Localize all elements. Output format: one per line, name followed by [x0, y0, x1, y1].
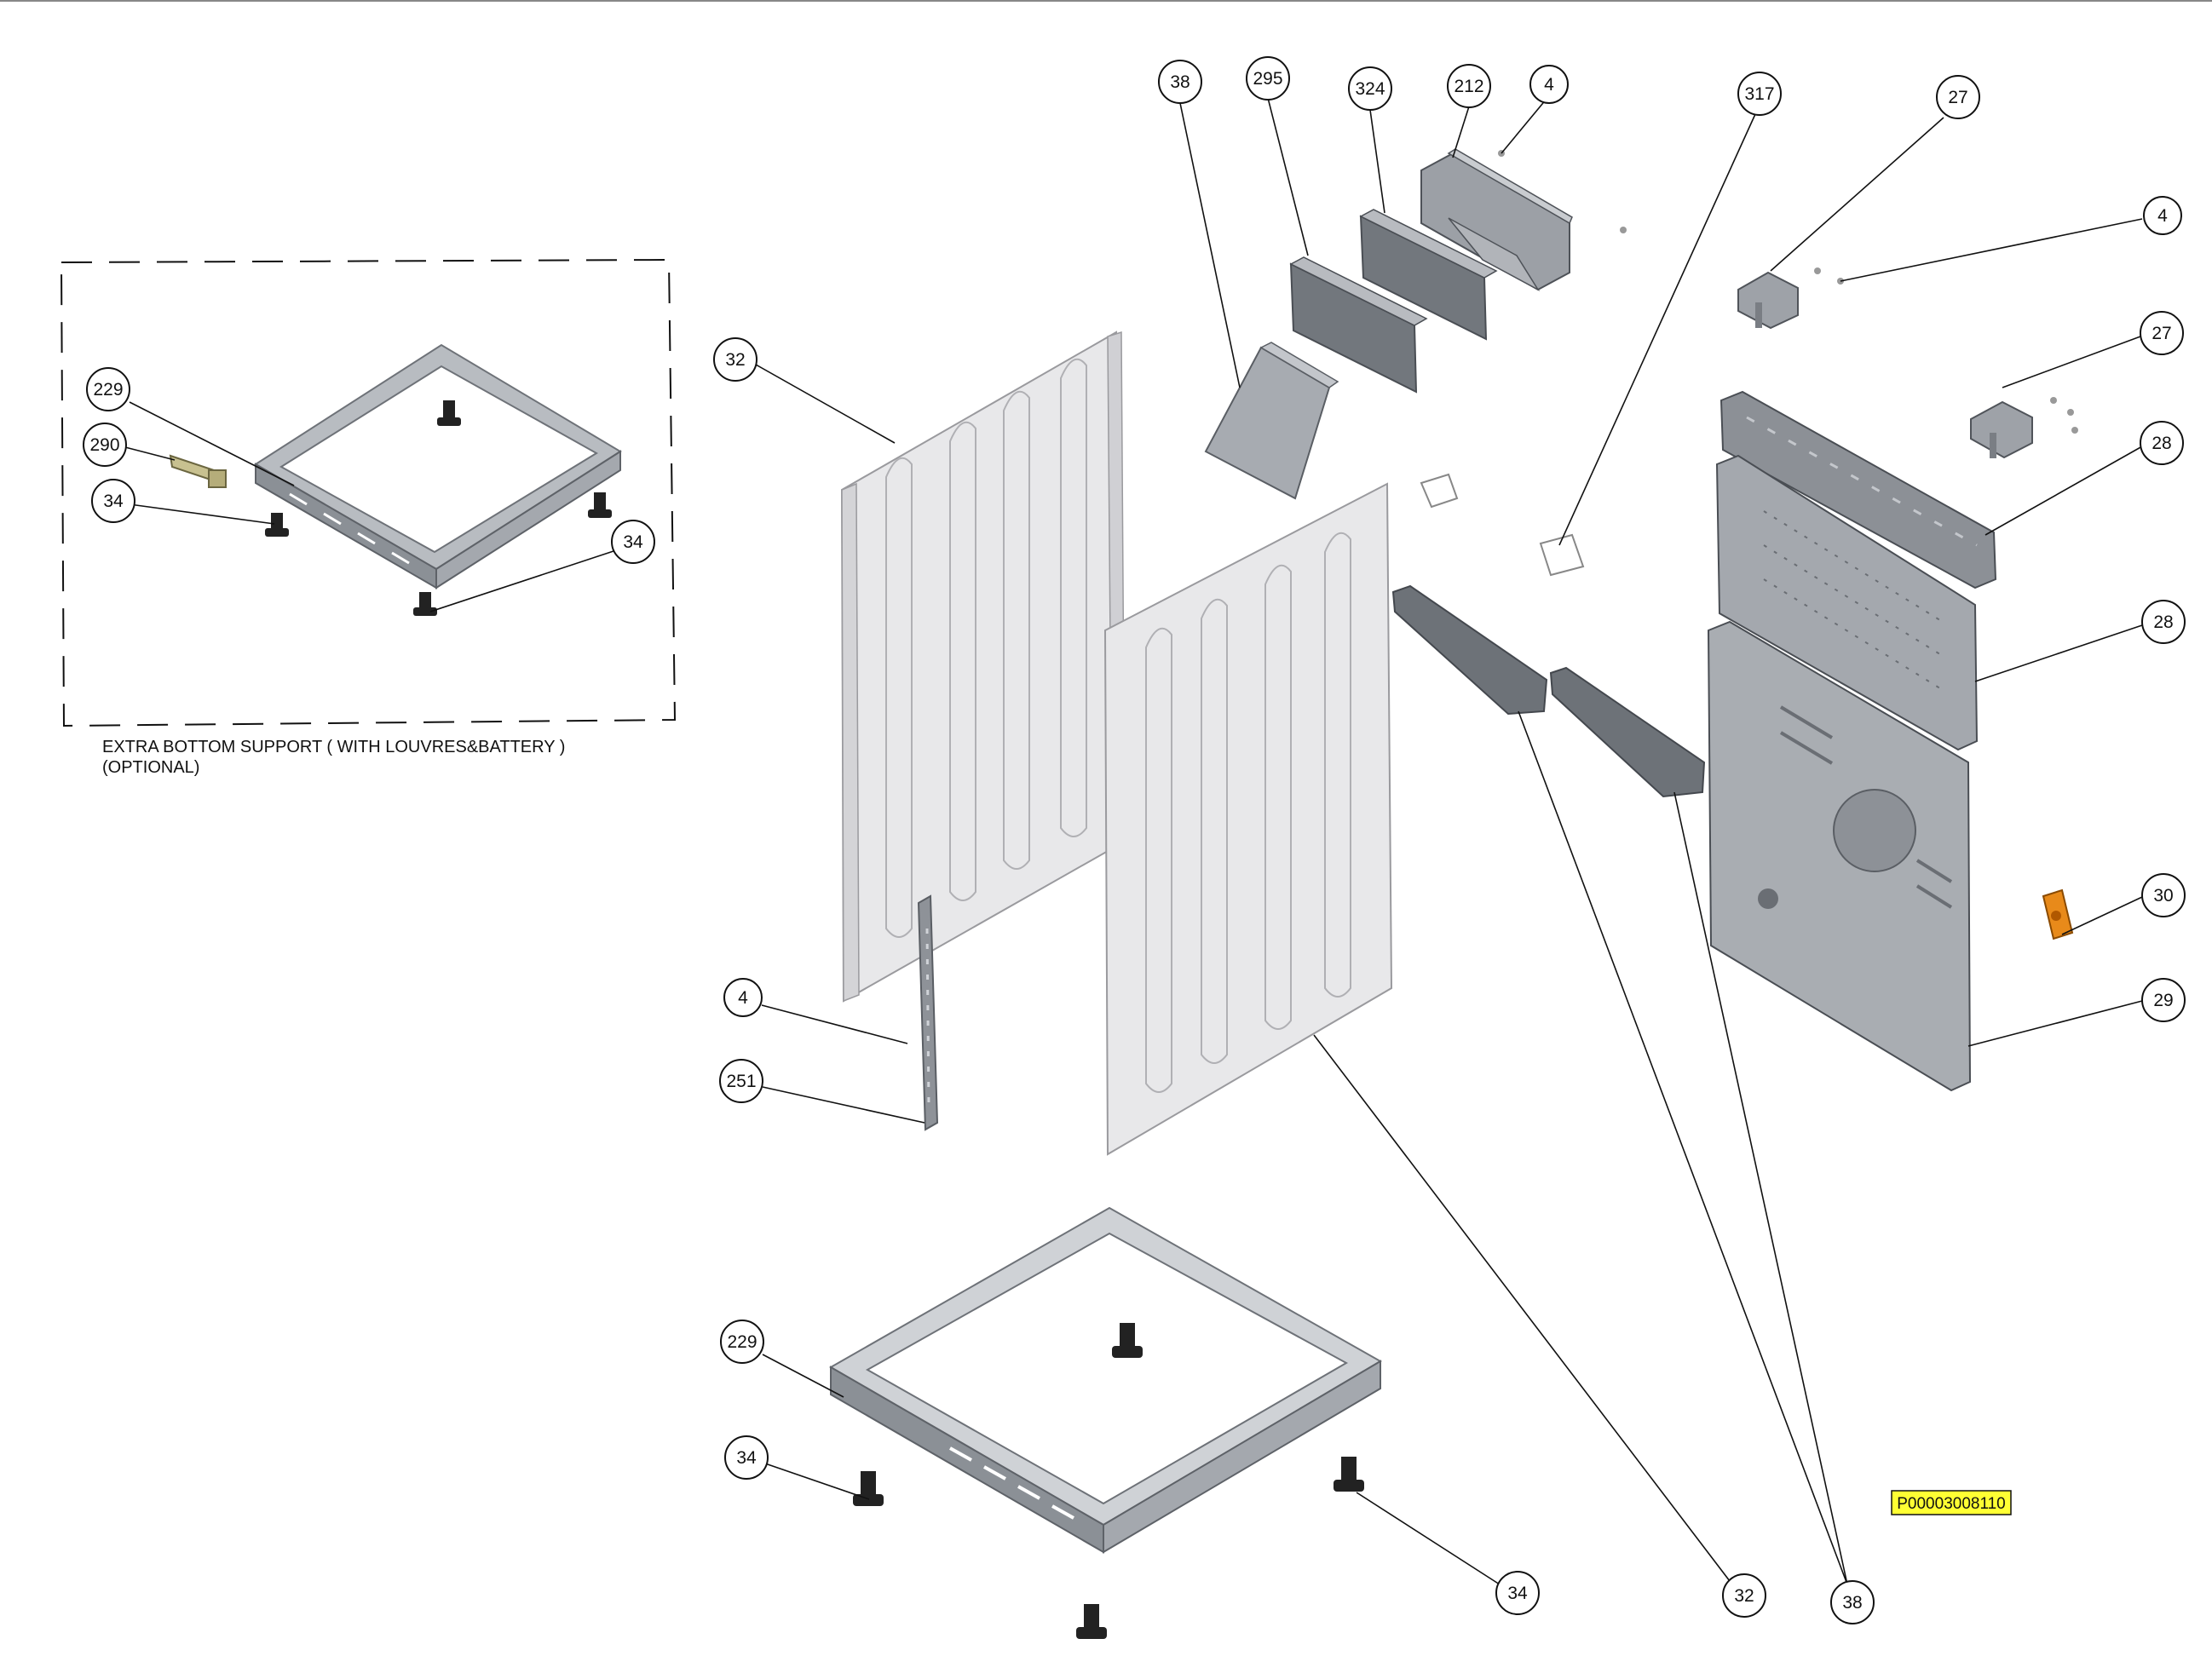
bracket-27-top — [1737, 271, 1799, 330]
svg-text:251: 251 — [726, 1072, 756, 1091]
side-duct-left — [1391, 584, 1548, 716]
svg-text:27: 27 — [1948, 88, 1967, 107]
leader-34-inset-r — [429, 549, 619, 612]
callout-34-bottom-right: 34 — [1495, 1571, 1540, 1615]
callout-324: 324 — [1348, 66, 1392, 111]
svg-text:317: 317 — [1744, 84, 1774, 104]
back-panel-29 — [1707, 620, 1972, 1092]
callout-32-left: 32 — [713, 337, 757, 382]
leader-290 — [124, 446, 176, 461]
callout-295: 295 — [1246, 56, 1290, 101]
callout-4-top: 4 — [1529, 65, 1569, 104]
leader-34-inset-l — [129, 503, 275, 525]
callout-4-left: 4 — [723, 978, 763, 1017]
svg-text:4: 4 — [1544, 75, 1554, 95]
svg-text:229: 229 — [727, 1332, 757, 1352]
callout-38-top: 38 — [1158, 60, 1202, 104]
bottom-foot — [1112, 1323, 1143, 1358]
screw — [1620, 227, 1627, 233]
svg-text:229: 229 — [93, 380, 123, 400]
panel-324 — [1359, 209, 1498, 341]
callout-34-inset-l: 34 — [91, 479, 135, 523]
screw — [1814, 267, 1821, 274]
callout-290: 290 — [83, 423, 127, 467]
callout-29: 29 — [2141, 978, 2186, 1022]
leader-229-inset — [129, 401, 295, 486]
svg-text:30: 30 — [2153, 886, 2173, 906]
callout-34-inset-r: 34 — [611, 520, 655, 564]
callout-212: 212 — [1447, 64, 1491, 108]
callout-30: 30 — [2141, 873, 2186, 917]
screw — [2050, 397, 2057, 404]
back-panel-28 — [1715, 454, 1979, 751]
inset-caption-line2: (OPTIONAL) — [102, 758, 199, 777]
screw — [2067, 409, 2074, 416]
svg-text:290: 290 — [89, 435, 119, 455]
bracket-27-mid — [1970, 400, 2033, 459]
callout-27-mid: 27 — [2140, 311, 2184, 355]
callout-32-bottom: 32 — [1722, 1573, 1766, 1618]
svg-text:32: 32 — [725, 350, 745, 370]
screw — [2071, 427, 2078, 434]
callout-229-inset: 229 — [86, 367, 130, 411]
svg-text:38: 38 — [1842, 1593, 1862, 1613]
wire-clip — [1420, 473, 1459, 509]
svg-text:295: 295 — [1253, 69, 1282, 89]
svg-text:4: 4 — [738, 988, 748, 1008]
rear-rail-28 — [1719, 390, 1997, 589]
bracket-212 — [1420, 148, 1573, 292]
top-duct — [1204, 342, 1339, 500]
callout-34-bottom-left: 34 — [724, 1435, 769, 1480]
inset-foot — [413, 592, 437, 616]
battery-holder — [169, 454, 227, 488]
inset-bottom-frame — [254, 343, 622, 589]
svg-text:34: 34 — [103, 492, 124, 511]
svg-text:27: 27 — [2152, 324, 2171, 343]
bottom-foot — [853, 1471, 884, 1506]
leader-lines — [755, 97, 2143, 1585]
bottom-foot — [1334, 1457, 1364, 1492]
inset-caption-line1: EXTRA BOTTOM SUPPORT ( WITH LOUVRES&BATT… — [102, 738, 565, 756]
bottom-frame — [828, 1206, 1382, 1554]
orange-component-30 — [2042, 888, 2074, 940]
callout-251: 251 — [719, 1059, 763, 1103]
bottom-foot — [1076, 1604, 1107, 1639]
callout-229-bottom: 229 — [720, 1320, 764, 1364]
callout-28-mid: 28 — [2141, 600, 2186, 644]
svg-text:34: 34 — [623, 532, 643, 552]
svg-text:324: 324 — [1355, 79, 1385, 99]
svg-text:32: 32 — [1734, 1586, 1754, 1606]
callout-28-top: 28 — [2140, 421, 2184, 465]
svg-text:34: 34 — [736, 1448, 757, 1468]
inset-dashed-border — [60, 258, 677, 727]
svg-text:28: 28 — [2152, 434, 2171, 453]
callout-317: 317 — [1737, 72, 1782, 116]
svg-text:212: 212 — [1454, 77, 1483, 96]
callout-27-top: 27 — [1936, 75, 1980, 119]
optional-inset: 229 290 34 34 EXTRA BOTTOM SUPPORT ( WIT… — [60, 258, 677, 777]
svg-text:29: 29 — [2153, 991, 2173, 1010]
panel-295 — [1289, 256, 1428, 394]
inset-foot — [588, 492, 612, 518]
svg-text:28: 28 — [2153, 612, 2173, 632]
wire-clip — [1539, 533, 1585, 577]
svg-text:38: 38 — [1170, 72, 1190, 92]
inset-foot — [437, 400, 461, 426]
callout-38-bottom: 38 — [1830, 1580, 1875, 1624]
callout-4-right: 4 — [2143, 196, 2182, 235]
svg-text:4: 4 — [2157, 206, 2168, 226]
vertical-bracket — [917, 894, 939, 1131]
right-side-panel — [1103, 482, 1393, 1156]
svg-text:P00003008110: P00003008110 — [1897, 1495, 2006, 1513]
drawing-code-label: P00003008110 — [1891, 1490, 2012, 1515]
svg-text:34: 34 — [1507, 1584, 1528, 1603]
inset-foot — [265, 513, 289, 537]
side-duct-right — [1549, 666, 1706, 798]
left-side-panel — [840, 331, 1126, 1003]
